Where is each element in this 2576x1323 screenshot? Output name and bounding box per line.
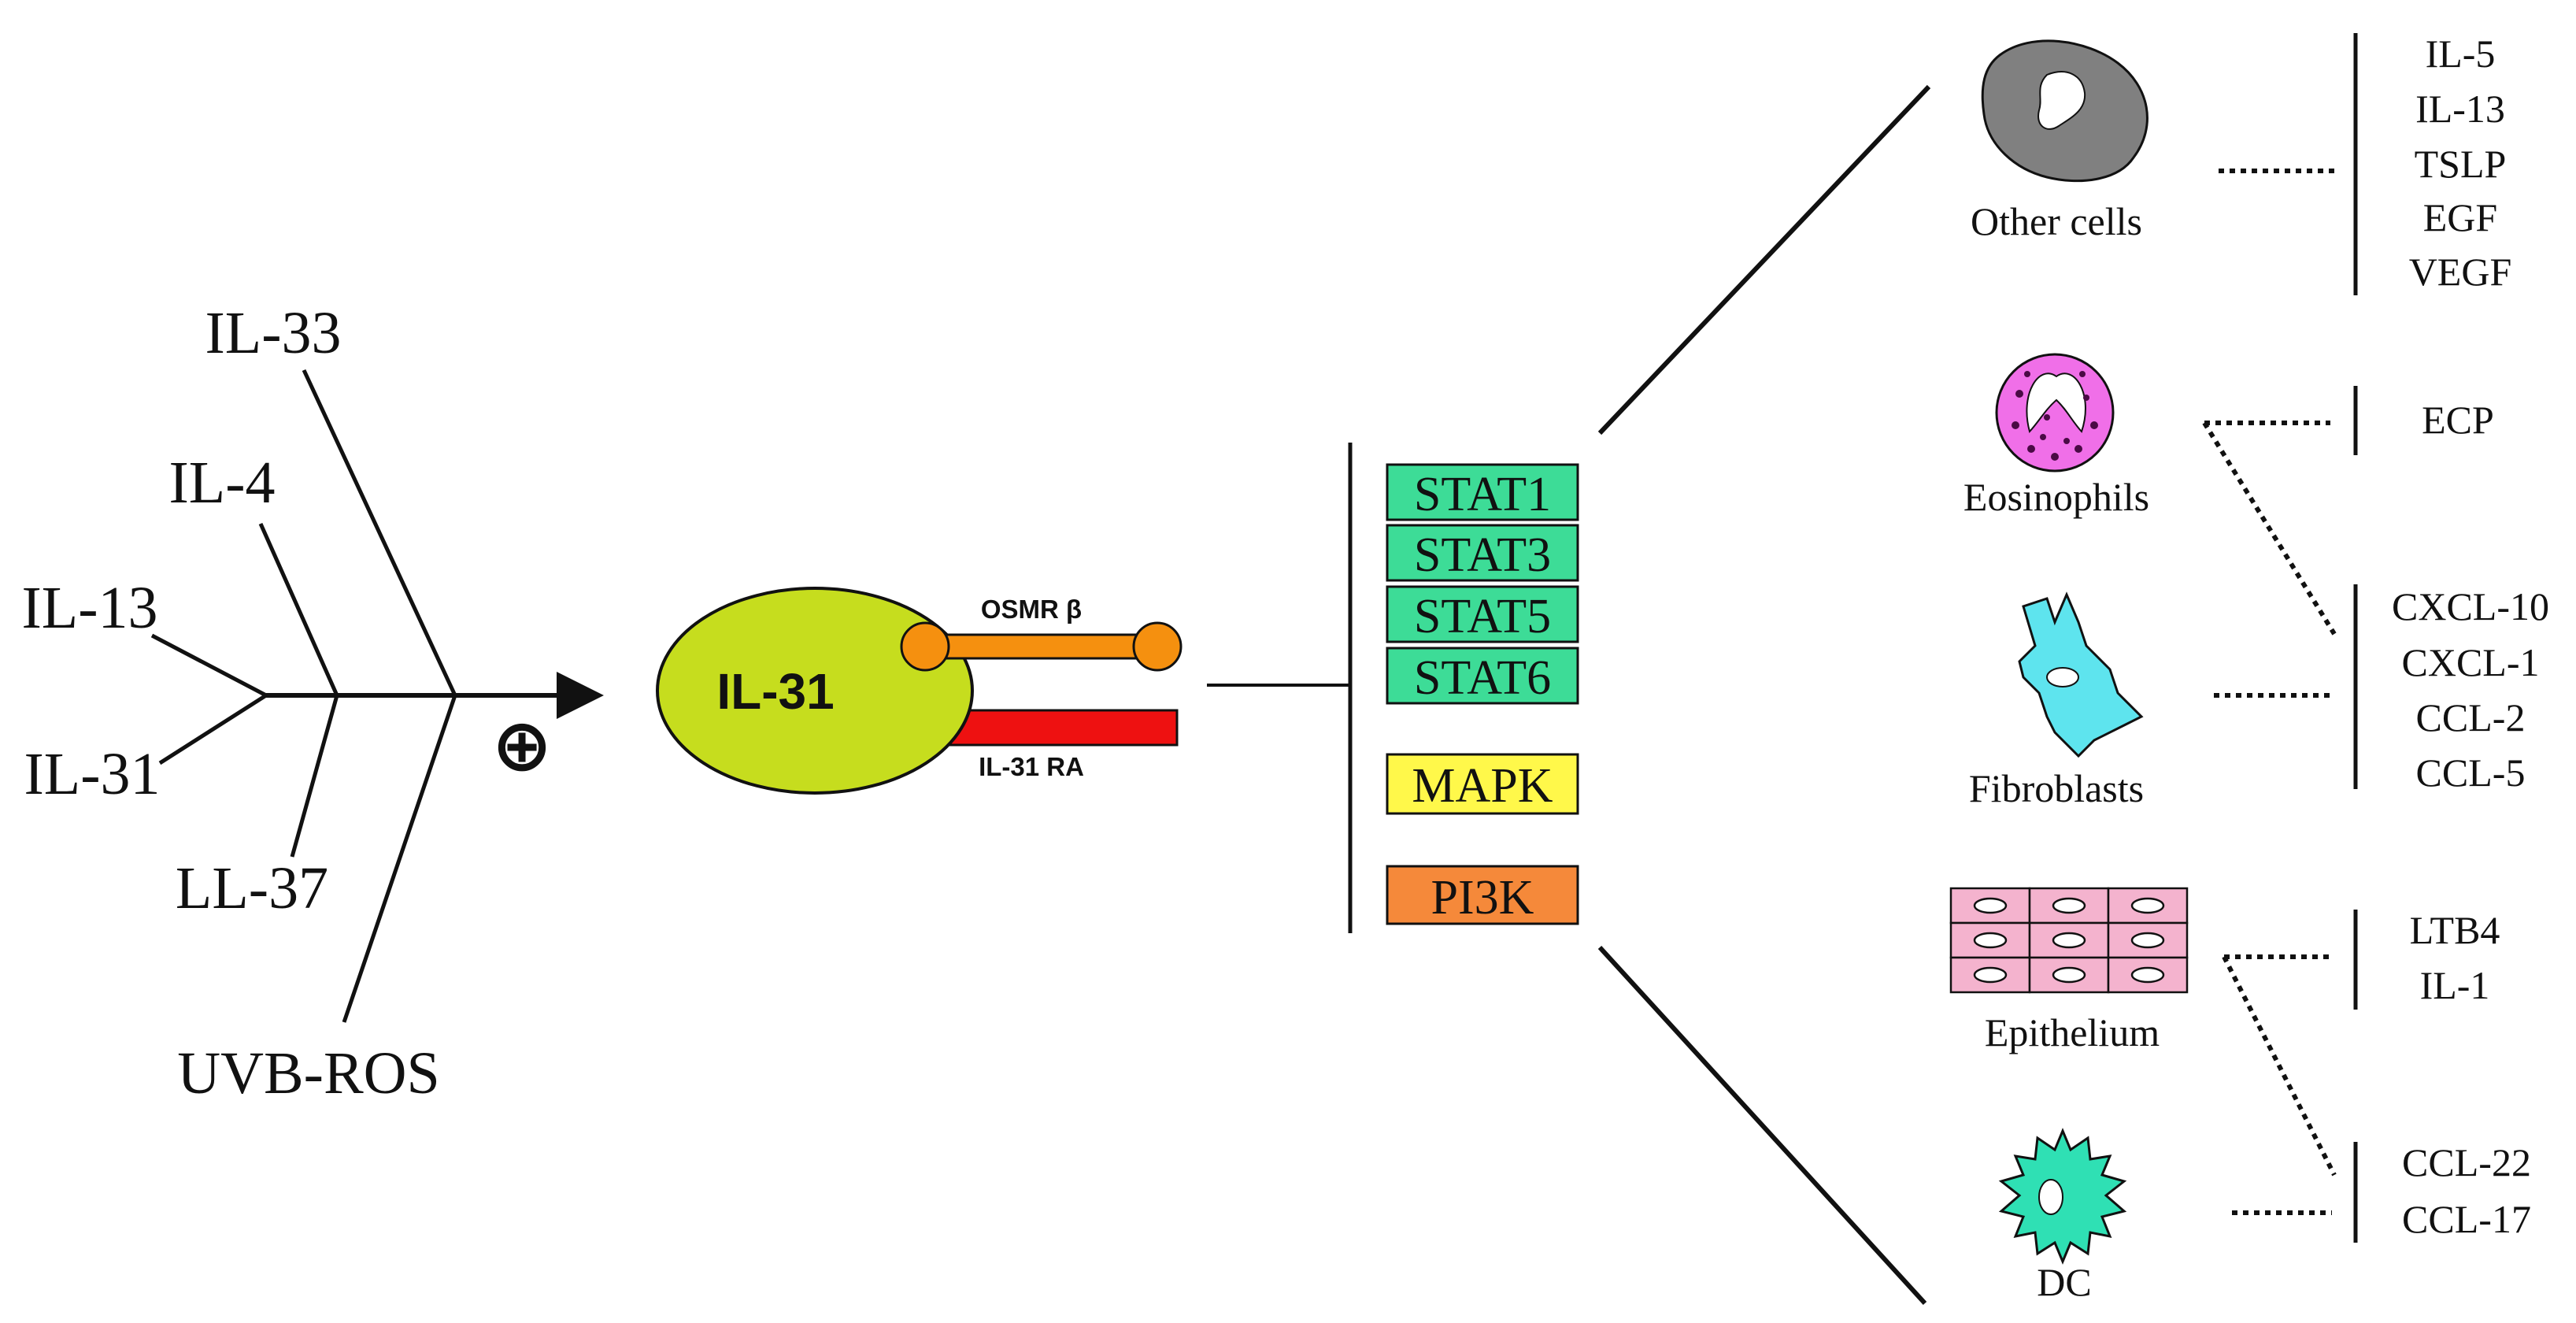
trigger-il13-label: IL-13 [21, 575, 157, 641]
output-dc-0: CCL-22 [2402, 1140, 2531, 1184]
dotted-connectors [2202, 169, 2337, 1215]
trigger-il31-label: IL-31 [24, 741, 160, 807]
eosinophil-icon [1995, 353, 2115, 472]
output-shared-2: CCL-2 [2416, 695, 2526, 739]
output-labels: IL-5 IL-13 TSLP EGF VEGF ECP CXCL-10 CXC… [2392, 32, 2549, 1241]
output-epi-0: LTB4 [2410, 908, 2500, 952]
osmr-receptor-icon [918, 633, 1157, 660]
stat1-box [1386, 463, 1579, 521]
fibroblast-icon [2018, 591, 2144, 758]
il31-receptor-complex: IL-31 OSMR β IL-31 RA [656, 587, 1183, 795]
output-other-0: IL-5 [2426, 32, 2496, 76]
output-shared-0: CXCL-10 [2392, 584, 2549, 628]
stat3-label: STAT3 [1414, 528, 1551, 582]
stat5-box [1386, 585, 1579, 643]
stat6-label: STAT6 [1414, 651, 1551, 705]
epithelium-label: Epithelium [1985, 1010, 2160, 1054]
il31-ligand-label: IL-31 [716, 663, 834, 720]
stat5-label: STAT5 [1414, 590, 1551, 643]
other-cells-icon [1981, 39, 2149, 183]
connector-eos-shared [2202, 421, 2337, 636]
output-shared-3: CCL-5 [2416, 750, 2526, 795]
branch-il31 [158, 693, 268, 765]
mapk-label: MAPK [1412, 759, 1553, 813]
osmr-label: OSMR β [981, 595, 1082, 624]
output-eos-0: ECP [2422, 398, 2494, 442]
connector-epi-dc [2222, 955, 2337, 1177]
branch-il13 [150, 633, 268, 698]
plus-icon: ⊕ [491, 706, 552, 786]
stat3-box [1386, 524, 1579, 582]
other-cells-label: Other cells [1971, 199, 2142, 243]
target-cells: Other cells Eosinophils Fibroblasts [1949, 39, 2189, 1304]
output-dc-1: CCL-17 [2402, 1197, 2531, 1241]
output-epi-1: IL-1 [2420, 963, 2490, 1007]
pathway-lower-fan-line [1597, 945, 1927, 1306]
il31-ligand-icon [656, 587, 974, 795]
trigger-il33-label: IL-33 [205, 300, 341, 366]
output-other-4: VEGF [2409, 250, 2512, 294]
trigger-uvb-label: UVB-ROS [177, 1040, 440, 1106]
pi3k-box [1386, 865, 1579, 925]
output-other-1: IL-13 [2415, 87, 2505, 131]
output-other-3: EGF [2423, 195, 2497, 239]
dendritic-cell-icon [1998, 1128, 2127, 1265]
stat1-label: STAT1 [1414, 468, 1551, 521]
signaling-pathways: STAT1 STAT3 STAT5 STAT6 MAPK PI3K [1207, 84, 1931, 1306]
branch-il4 [258, 522, 339, 697]
branch-uvb [342, 695, 457, 1023]
trigger-il4-label: IL-4 [168, 450, 275, 516]
branch-ll37 [290, 695, 339, 858]
pi3k-label: PI3K [1431, 871, 1534, 925]
stat6-box [1386, 647, 1579, 705]
output-other-2: TSLP [2415, 142, 2507, 186]
mapk-box [1386, 753, 1579, 815]
output-shared-1: CXCL-1 [2402, 640, 2540, 684]
osmr-receptor-left-knob-icon [900, 621, 950, 672]
trigger-ll37-label: LL-37 [176, 855, 328, 921]
pathway-upper-fan-line [1597, 84, 1931, 435]
trigger-fishbone: IL-33 IL-4 IL-13 IL-31 LL-37 UVB-ROS ⊕ [21, 300, 604, 1106]
eosinophils-label: Eosinophils [1963, 475, 2149, 519]
epithelium-icon [1949, 887, 2189, 994]
fibroblasts-label: Fibroblasts [1969, 766, 2144, 810]
il31ra-label: IL-31 RA [979, 752, 1084, 781]
osmr-receptor-right-knob-icon [1132, 621, 1183, 672]
branch-il33 [302, 369, 457, 697]
dc-label: DC [2037, 1260, 2091, 1304]
